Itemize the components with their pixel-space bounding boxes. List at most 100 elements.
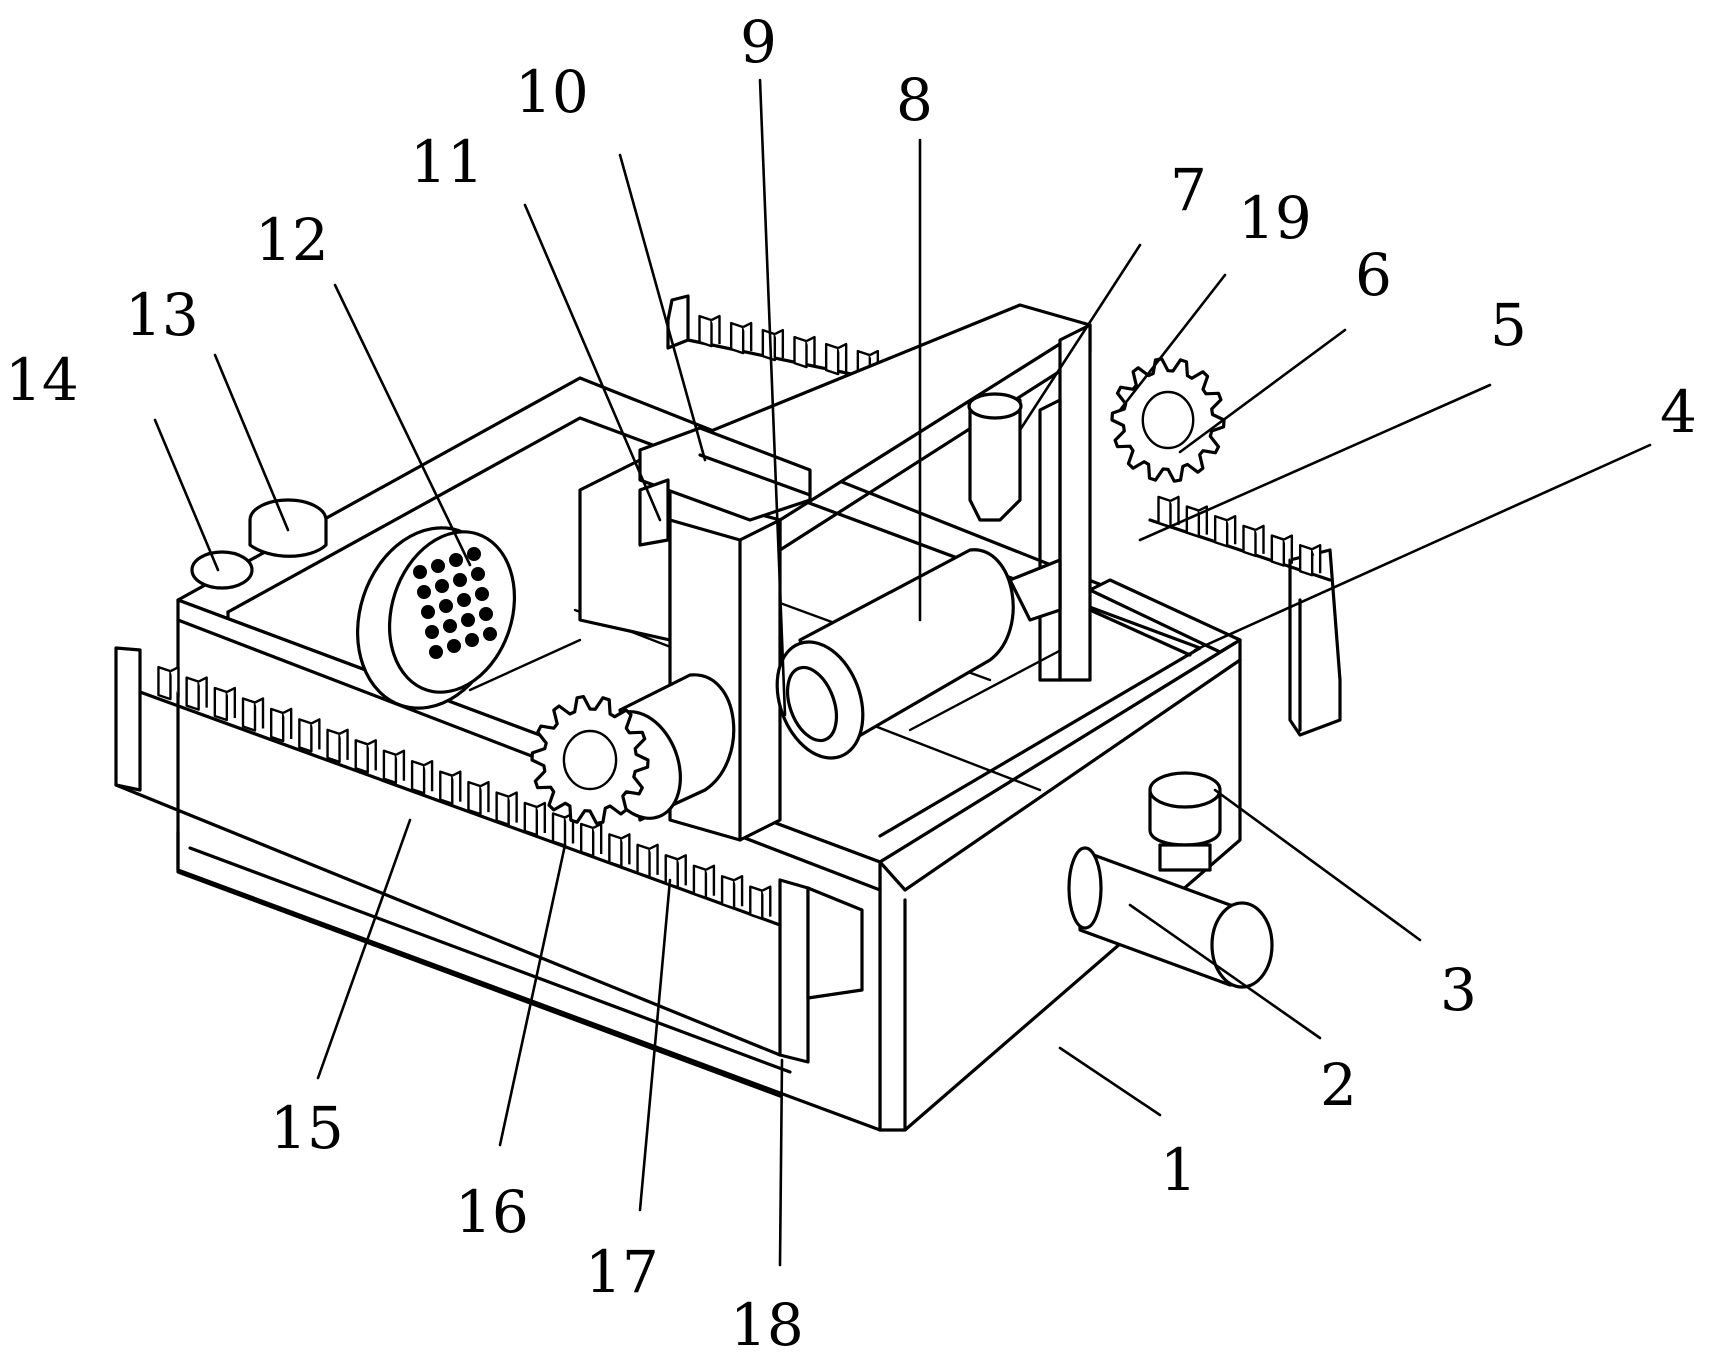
rack-tooth [579,822,595,858]
label-12: 12 [255,206,329,274]
rack-tooth [157,665,172,701]
label-5: 5 [1490,291,1527,359]
disc-hole [457,593,471,607]
rack-tooth [282,707,293,739]
label-3: 3 [1440,956,1477,1024]
label-14: 14 [5,346,79,414]
rack-tooth [1298,544,1314,577]
rack-tooth [495,791,510,826]
rack-tooth [439,770,454,805]
rack-tooth [226,686,237,719]
grinding-disc [356,526,517,710]
rack-tooth [339,728,349,760]
rack-tooth [733,875,744,907]
leader-lines [153,78,1652,1267]
label-2: 2 [1320,1051,1357,1119]
rack-tooth [636,843,651,879]
rack-tooth [198,676,208,708]
label-8: 8 [896,66,933,134]
rack-tooth [1226,515,1237,545]
rack-tooth [698,314,713,348]
rack-tooth [185,676,200,711]
disc-hole [425,625,439,639]
rack-tooth [479,780,490,813]
label-17: 17 [585,1238,659,1306]
rack-tooth [692,864,708,899]
rack-tooth [1311,544,1322,574]
rack-tooth [1185,505,1201,538]
label-11: 11 [410,128,484,196]
rack-tooth [298,718,313,753]
rack-tooth [664,854,679,889]
rack-tooth [382,749,398,784]
rack-tooth [710,314,721,345]
rack-tooth [551,812,567,847]
rack-back-left [666,294,882,383]
rack-tooth [1254,524,1265,554]
disc-hole [447,639,461,653]
disc-hole [475,587,489,601]
rack-tooth [1283,534,1294,564]
disc-hole [465,633,479,647]
rack-tooth [326,728,341,764]
rack-tooth [824,342,840,376]
disc-hole [483,627,497,641]
rack-tooth [793,335,808,369]
rack-tooth [395,749,406,781]
rack-tooth [608,833,623,868]
left-bosses [190,498,328,590]
rack-tooth [241,697,257,732]
rack-front [114,646,864,1064]
rack-tooth [536,801,547,834]
disc-hole [417,585,431,599]
rack-tooth [649,843,659,875]
rack-tooth [1169,495,1180,525]
rack-tooth [749,885,764,920]
label-7: 7 [1170,156,1207,224]
gear-right [1110,357,1226,483]
part-labels: 1 2 3 4 5 6 7 8 9 10 11 12 13 14 15 16 1… [5,8,1697,1359]
disc-hole [467,547,481,561]
rack-tooth [423,760,434,792]
rack-tooth [523,801,539,837]
label-19: 19 [1238,184,1312,252]
gear-front [530,673,736,825]
disc-hole [429,645,443,659]
rack-tooth [169,665,180,698]
rack-tooth [367,739,377,771]
disc-hole [461,613,475,627]
rack-tooth [729,321,745,355]
rack-tooth [761,885,772,917]
label-15: 15 [270,1094,344,1162]
disc-hole [453,573,467,587]
disc-hole [449,553,463,567]
label-18: 18 [730,1291,804,1359]
rack-tooth [837,342,848,373]
rack-tooth [508,791,518,823]
rack-tooth [354,739,369,774]
rack-tooth [1242,524,1257,558]
side-fitting [1067,771,1274,989]
rack-tooth [705,864,716,896]
rack-tooth [254,697,265,729]
label-10: 10 [515,58,589,126]
rack-tooth [805,335,816,366]
rack-tooth [720,875,736,910]
rack-tooth [1157,495,1172,529]
rack-tooth [213,686,229,722]
rack-tooth [410,760,426,795]
rack-tooth [451,770,462,802]
label-9: 9 [740,8,777,76]
disc-hole [479,607,493,621]
rack-tooth [620,833,631,865]
label-4: 4 [1660,378,1697,446]
label-1: 1 [1160,1136,1197,1204]
right-rail [1088,548,1342,737]
disc-hole [443,619,457,633]
disc-hole [431,559,445,573]
rack-right [1148,495,1332,582]
motor-cylinder [775,392,1062,760]
rack-tooth [677,854,687,886]
disc-hole [413,565,427,579]
